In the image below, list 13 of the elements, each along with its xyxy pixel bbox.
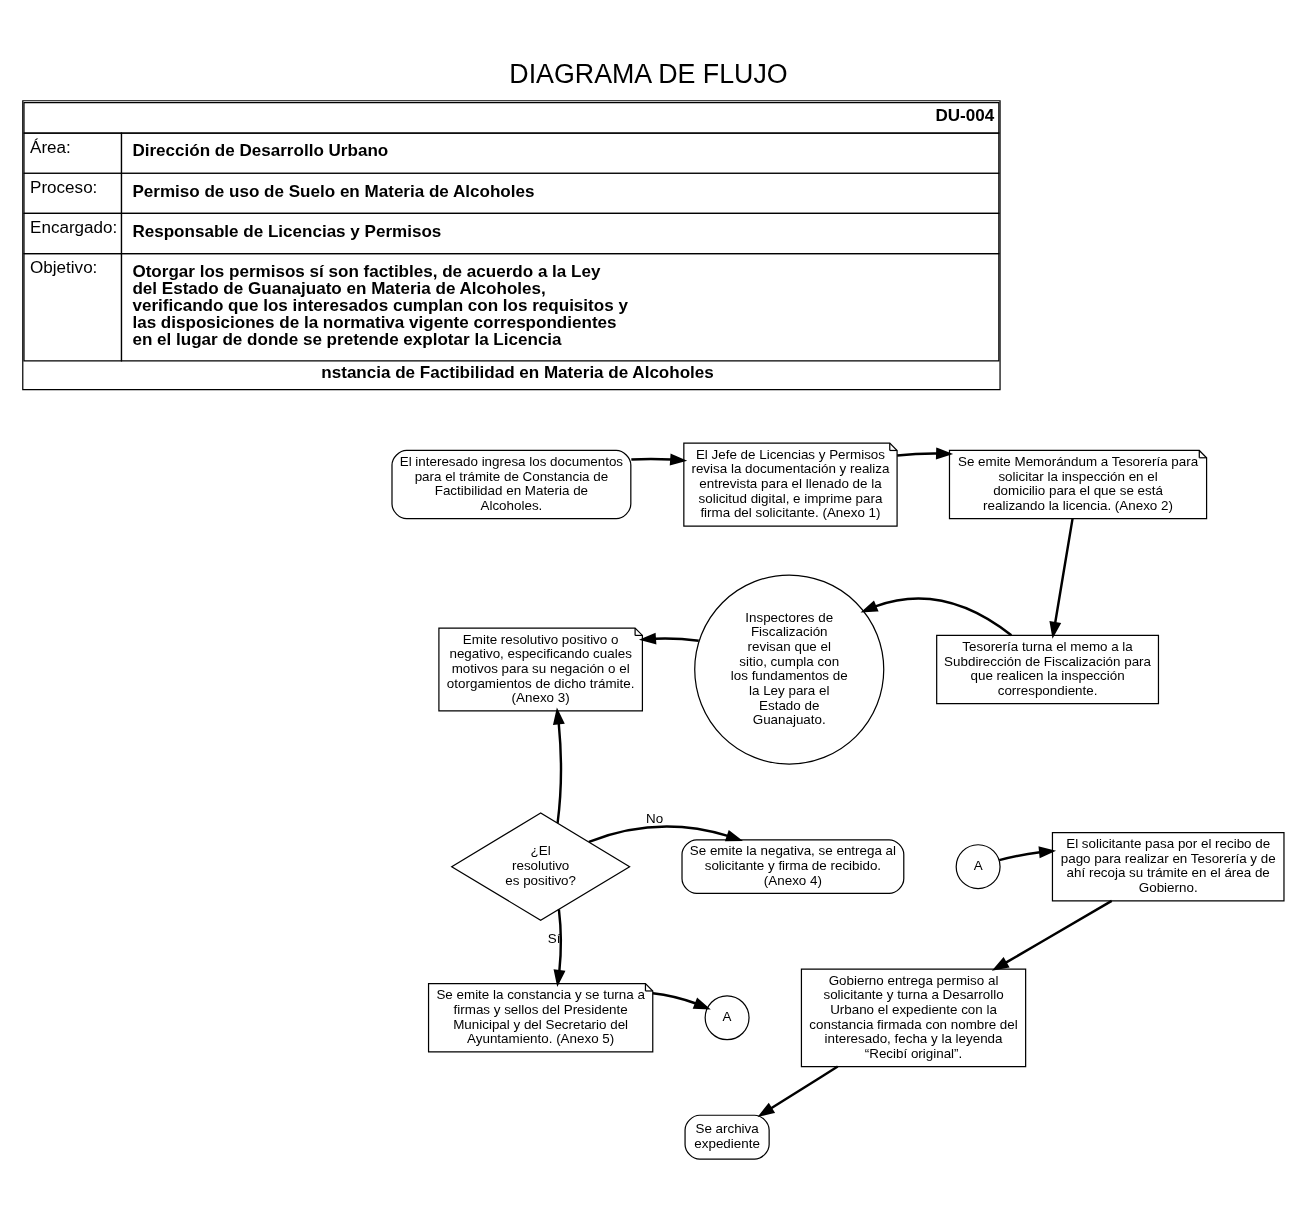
edge-label: Sí [547, 929, 561, 945]
diagram-title: DIAGRAMA DE FLUJO [509, 58, 788, 89]
label: Permiso de uso de Suelo en Materia de Alcoholes [132, 181, 535, 201]
edge-label: No [646, 810, 664, 826]
label: Encargado: [30, 217, 118, 237]
label: Dirección de Desarrollo Urbano [132, 140, 389, 160]
label: Proceso: [30, 177, 98, 197]
label: Otorgar los permisos sí son factibles, de acuerdo a la Ley del Estado de Guanajuato en Materia de Alcoholes, verificando que los interesados cumplan con los requisitos y las disposiciones de la normativa vigente correspondientes en el lugar de donde se pretende explotar la Licencia [132, 261, 628, 349]
label: Responsable de Licencias y Permisos [132, 221, 442, 241]
label: DU-004 [935, 105, 995, 125]
label: nstancia de Factibilidad en Materia de Alcoholes [321, 362, 714, 382]
label: Área: [30, 137, 71, 157]
label: Objetivo: [30, 257, 98, 277]
